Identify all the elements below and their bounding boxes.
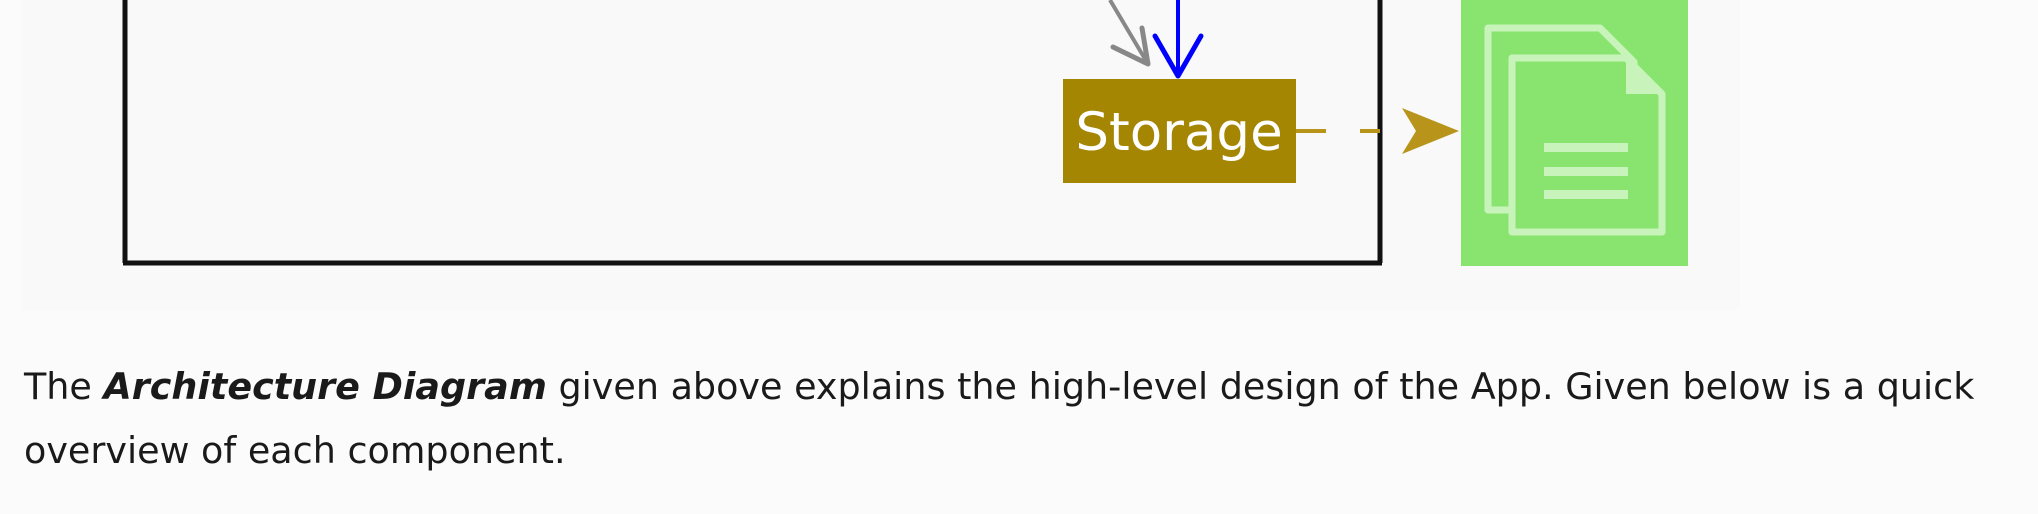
architecture-diagram-svg: Storage — [122, 0, 1688, 266]
storage-to-file-connector — [1296, 108, 1459, 154]
architecture-diagram-emphasis: Architecture Diagram — [103, 365, 547, 408]
architecture-description: The Architecture Diagram given above exp… — [24, 355, 2014, 483]
description-rest: given above explains the high-level desi… — [24, 365, 1975, 472]
storage-component: Storage — [1063, 79, 1296, 183]
storage-label: Storage — [1075, 102, 1282, 163]
description-intro: The — [24, 365, 104, 408]
blue-inbound-arrow — [1152, 0, 1204, 79]
file-stack-icon — [1461, 0, 1688, 266]
gray-inbound-arrow — [1108, 0, 1151, 67]
architecture-diagram: Storage — [22, 0, 1740, 310]
